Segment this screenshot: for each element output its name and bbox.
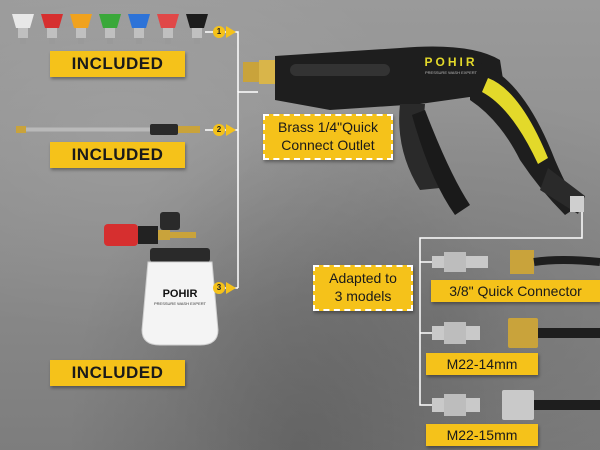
marker-1: 1 (213, 26, 225, 38)
bottle-logo: POHIR (162, 288, 198, 300)
included-label-3: INCLUDED (50, 360, 185, 386)
brass-outlet-line-1: Brass 1/4"Quick (278, 119, 378, 135)
included-label-1: INCLUDED (50, 51, 185, 77)
nozzle-tips-graphic (12, 14, 208, 44)
nozzle-tip (41, 14, 63, 44)
adapted-line-1: Adapted to (329, 270, 397, 286)
nozzle-tips-row (8, 10, 218, 50)
brass-outlet-callout: Brass 1/4"Quick Connect Outlet (263, 114, 393, 160)
marker-3: 3 (213, 282, 225, 294)
quick-connector-spec: 3/8" Quick Connector (431, 280, 600, 302)
gun-logo: POHIR (424, 55, 478, 69)
bottle-tagline: PRESSURE WASH EXPERT (153, 301, 206, 306)
marker-2: 2 (213, 124, 225, 136)
m22-15-spec: M22-15mm (426, 424, 538, 446)
nozzle-tip (99, 14, 121, 44)
arrow-3-icon (226, 282, 236, 294)
brass-outlet-line-2: Connect Outlet (281, 137, 375, 153)
adapted-line-2: 3 models (334, 288, 392, 304)
nozzle-tip (157, 14, 179, 44)
nozzle-tip (186, 14, 208, 44)
included-label-2: INCLUDED (50, 142, 185, 168)
gun-tagline: PRESSURE WASH EXPERT (424, 70, 477, 75)
m22-14-spec: M22-14mm (426, 353, 538, 375)
arrow-2-icon (226, 124, 236, 136)
adapted-callout: Adapted to 3 models (313, 265, 413, 311)
nozzle-tip (70, 14, 92, 44)
nozzle-tip (12, 14, 34, 44)
arrow-1-icon (226, 26, 236, 38)
nozzle-tip (128, 14, 150, 44)
